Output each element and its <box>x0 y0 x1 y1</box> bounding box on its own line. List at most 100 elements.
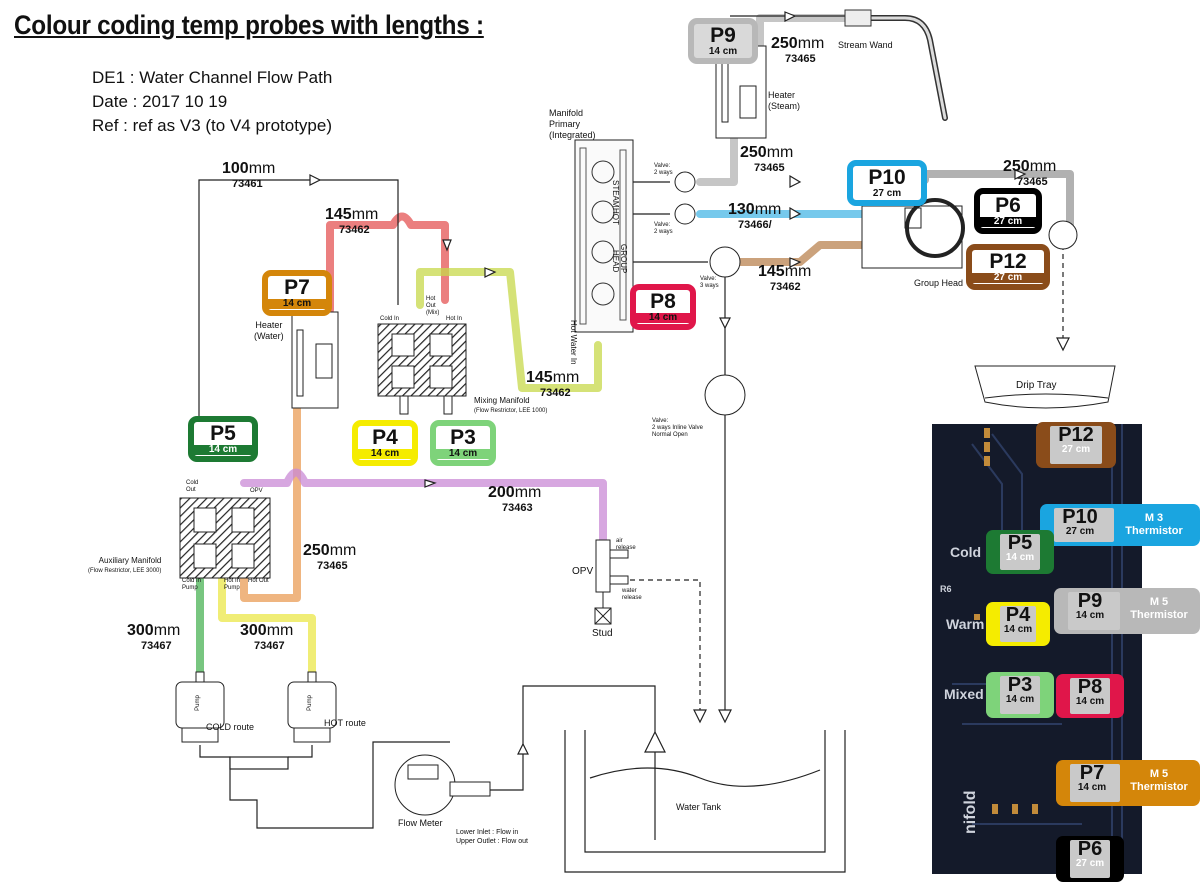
port-hot-label: HOT <box>611 208 620 225</box>
mixing-line2: (Flow Restrictor, LEE 1000) <box>474 408 548 414</box>
water-heater <box>291 311 339 409</box>
probe-number: P9 <box>710 24 736 47</box>
probe-tag-p10: P10 27 cm <box>847 160 927 206</box>
water-heater-label: Heater (Water) <box>254 320 284 342</box>
tube-part: 73465 <box>785 53 816 65</box>
tube-part: 73465 <box>754 162 785 174</box>
tube-part: 73467 <box>141 640 172 652</box>
probe-number: P12 <box>989 250 1027 273</box>
tube-unit: mm <box>797 35 825 52</box>
mixing-line1: Mixing Manifold <box>474 396 530 405</box>
air-release-line1: air <box>616 538 623 544</box>
probe-number: P5 <box>1007 532 1033 554</box>
probe-number: P8 <box>1077 676 1103 698</box>
tube-length: 100 <box>222 160 249 177</box>
probe-tag-p4: P4 14 cm <box>352 420 418 466</box>
tube-length: 300 <box>127 622 154 639</box>
probe-number: P3 <box>450 426 476 449</box>
probe-tag-p9: P9 14 cm <box>688 18 758 64</box>
probe-number: P7 <box>1079 762 1105 784</box>
aux-hot-in-pump-label: Hot In Pump <box>224 578 240 592</box>
hose-grey-steam-a <box>696 134 738 186</box>
heater-water-line2: (Water) <box>254 331 284 341</box>
probe-length: 14 cm <box>1077 782 1107 793</box>
mix-hot-out-label: Hot Out (Mix) <box>426 296 439 317</box>
stream-wand-label: Stream Wand <box>838 40 893 50</box>
mixing-manifold <box>377 323 467 415</box>
probe-length: 27 cm <box>1061 444 1091 455</box>
probe-number: P6 <box>995 194 1021 217</box>
hose-grey-steam-b <box>756 14 849 50</box>
plumbing-lines <box>198 11 1070 873</box>
cold-out-line1: Cold <box>186 480 199 486</box>
probe-length: 27 cm <box>872 188 902 199</box>
probe-length: 14 cm <box>436 449 490 459</box>
probe-tag-p7: P7 14 cm <box>262 270 332 316</box>
probe-number: P6 <box>1077 838 1103 860</box>
tag-backdrop <box>1000 676 1040 714</box>
primary-manifold-label: Manifold Primary (Integrated) <box>549 108 596 141</box>
probe-number: P4 <box>1005 604 1031 626</box>
tag-backdrop <box>1050 426 1102 464</box>
probe-length: 27 cm <box>1065 526 1095 537</box>
pcb-photo: Cold R6 Warm Mixed nifold <box>932 424 1142 874</box>
probe-number: P9 <box>1077 590 1103 612</box>
flow-meter <box>394 754 491 816</box>
pcb-cold-label: Cold <box>950 544 982 560</box>
tube-length: 250 <box>740 144 767 161</box>
valve-hot-label: Valve: 2 ways <box>654 222 673 236</box>
tube-length: 130 <box>728 201 755 218</box>
thermo-label: Thermistor <box>1125 525 1183 537</box>
hose-yellow-300 <box>218 576 316 676</box>
valve-3way-label: Valve: 3 ways <box>700 276 719 290</box>
pumps <box>175 671 337 743</box>
pcb-p10-thermistor: M 3 Thermistor <box>1116 512 1192 538</box>
tube-100-label: 100mm 73461 <box>222 160 275 190</box>
tube-250a-label: 250mm 73465 <box>303 542 356 572</box>
heater-water-line1: Heater <box>255 320 283 330</box>
tag-backdrop <box>1070 764 1120 802</box>
probe-number: P3 <box>1007 674 1033 696</box>
probe-number: P10 <box>868 166 906 189</box>
heater-steam-line1: Heater <box>768 90 796 100</box>
probe-length: 14 cm <box>268 299 326 309</box>
tube-250d-label: 250mm 73465 <box>1003 158 1056 188</box>
primary-manifold <box>574 139 634 333</box>
tube-unit: mm <box>1029 158 1057 175</box>
thermo-label: Thermistor <box>1130 781 1188 793</box>
aux-cold-out-label: Cold Out <box>186 480 198 494</box>
tube-unit: mm <box>329 542 357 559</box>
primary-line2: Primary <box>549 119 580 129</box>
valves <box>674 171 1078 416</box>
probe-length: 14 cm <box>1005 552 1035 563</box>
tube-length: 250 <box>1003 158 1030 175</box>
aux-opv-port-label: OPV <box>250 488 263 494</box>
water-release-label: water release <box>622 588 642 602</box>
group-head-label: Group Head <box>914 278 964 288</box>
tube-part: 73465 <box>1017 176 1048 188</box>
aux-line1: Auxiliary Manifold <box>98 556 162 565</box>
aux-manifold-label: Auxiliary Manifold (Flow Restrictor, LEE… <box>88 556 161 576</box>
tag-backdrop <box>1070 678 1110 714</box>
group-head <box>861 198 965 269</box>
hot-out-line2: Out <box>426 303 436 309</box>
valve-hot-line2: 2 ways <box>654 229 673 235</box>
probe-length: 14 cm <box>708 46 738 57</box>
port-head-label: HEAD <box>611 250 620 273</box>
air-release-label: air release <box>616 538 636 552</box>
cold-out-line2: Out <box>186 487 196 493</box>
tag-backdrop <box>1000 606 1036 642</box>
inline-valve-line1: Valve: <box>652 418 669 424</box>
valve-hot-line1: Valve: <box>654 222 671 228</box>
tube-130-label: 130mm 73466/ <box>728 201 781 231</box>
upper-outlet-note: Upper Outlet : Flow out <box>456 838 528 845</box>
valve-steam-label: Valve: 2 ways <box>654 163 673 177</box>
pcb-mixed-label: Mixed <box>944 686 984 702</box>
pcb-r6-label: R6 <box>940 584 952 594</box>
